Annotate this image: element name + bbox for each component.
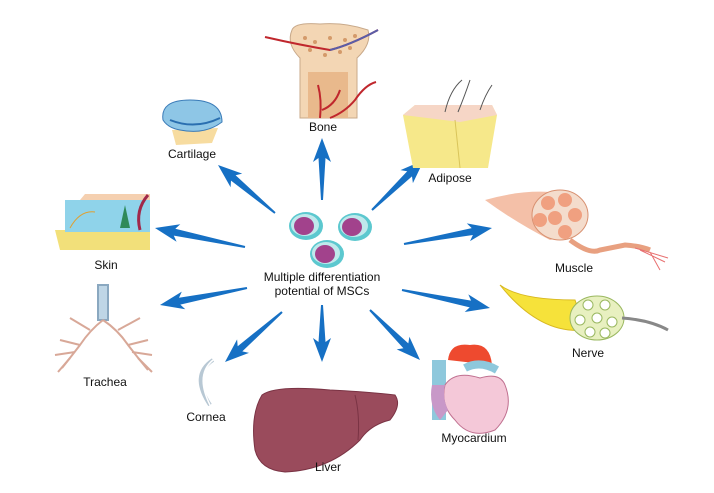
- label-trachea: Trachea: [83, 375, 127, 389]
- arrow-to-trachea: [160, 287, 248, 310]
- arrow-to-cornea: [225, 311, 283, 362]
- label-muscle: Muscle: [554, 261, 594, 275]
- nerve-illustration: [499, 284, 669, 341]
- cartilage-illustration: [162, 99, 223, 145]
- msc-cell: [310, 240, 344, 268]
- center-label: Multiple differentiation potential of MS…: [264, 270, 381, 298]
- label-adipose: Adipose: [428, 171, 472, 185]
- label-liver: Liver: [314, 460, 342, 474]
- arrow-to-myocardium: [369, 309, 420, 360]
- cornea-illustration: [198, 358, 215, 407]
- arrow-to-bone: [313, 138, 331, 200]
- arrow-to-liver: [313, 305, 331, 362]
- label-bone: Bone: [308, 120, 338, 134]
- center-label-line1: Multiple differentiation: [263, 270, 381, 284]
- arrow-to-nerve: [401, 289, 490, 312]
- label-skin: Skin: [94, 258, 118, 272]
- bone-illustration: [264, 23, 379, 119]
- msc-cell: [289, 212, 323, 240]
- arrows: [155, 138, 492, 362]
- arrow-to-muscle: [403, 223, 492, 245]
- myocardium-illustration: [431, 344, 509, 434]
- msc-cell: [338, 213, 372, 241]
- label-nerve: Nerve: [571, 346, 605, 360]
- label-cornea: Cornea: [186, 410, 226, 424]
- liver-illustration: [253, 387, 399, 473]
- arrow-to-cartilage: [218, 165, 276, 214]
- arrow-to-adipose: [371, 160, 424, 211]
- muscle-illustration: [485, 189, 669, 271]
- label-cartilage: Cartilage: [167, 147, 217, 161]
- skin-illustration: [55, 194, 150, 250]
- adipose-illustration: [403, 79, 497, 169]
- arrow-to-skin: [155, 224, 246, 248]
- trachea-illustration: [54, 284, 153, 373]
- center-label-line2: potential of MSCs: [274, 284, 370, 298]
- label-myocardium: Myocardium: [441, 431, 507, 445]
